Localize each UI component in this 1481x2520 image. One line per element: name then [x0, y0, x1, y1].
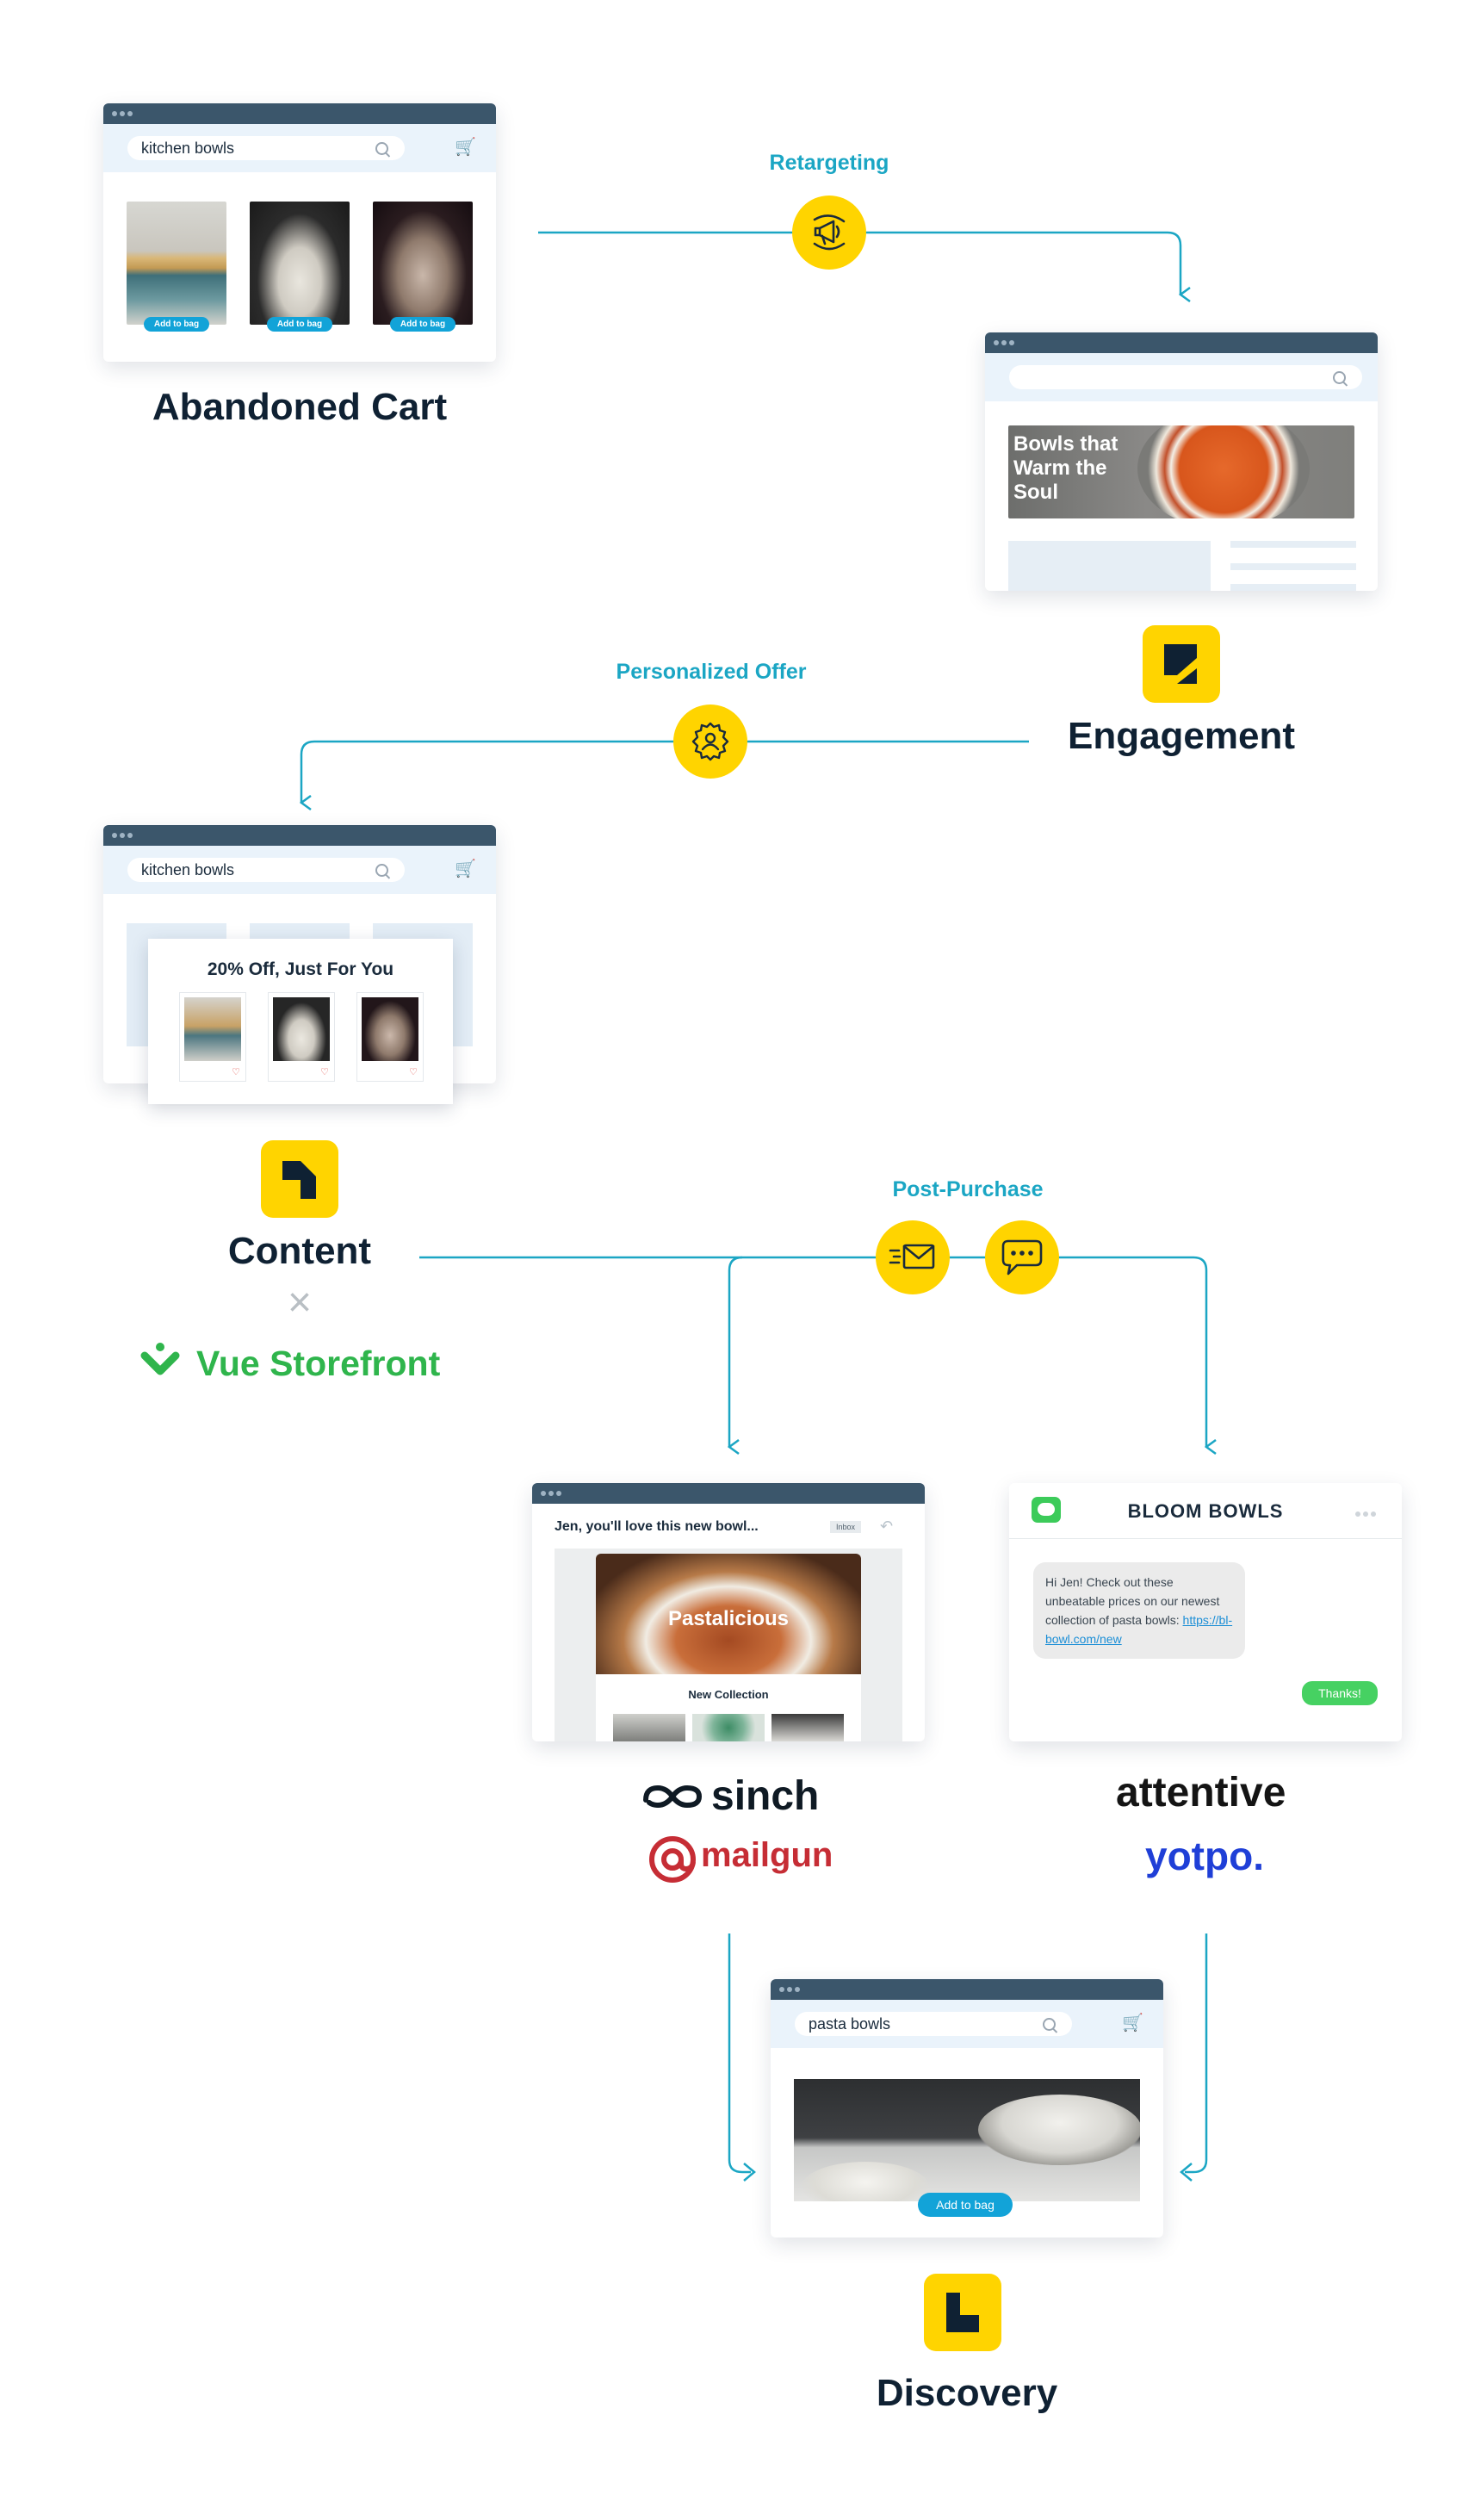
yotpo-wordmark: yotpo.: [1145, 1834, 1264, 1878]
email-collection-card: New Collection: [596, 1674, 861, 1741]
attentive-wordmark: attentive: [1116, 1770, 1286, 1816]
offer-product-card[interactable]: ♡: [268, 992, 335, 1082]
email-hero-image[interactable]: Pastalicious: [596, 1554, 861, 1674]
stage-label-discovery: Discovery: [876, 2372, 1058, 2414]
pasta-plate-image: [1137, 425, 1310, 518]
add-to-bag-button[interactable]: Add to bag: [390, 317, 455, 332]
stage-label-engagement: Engagement: [1067, 715, 1296, 757]
post-purchase-connector: [419, 1256, 1206, 1447]
window-title-bar: [103, 825, 496, 846]
sms-header-divider: [1009, 1538, 1402, 1539]
product-image-blue-bowl[interactable]: [127, 202, 226, 325]
search-input[interactable]: kitchen bowls: [127, 858, 405, 882]
messages-app-icon: [1032, 1497, 1061, 1523]
add-to-bag-button[interactable]: Add to bag: [267, 317, 332, 332]
promo-banner[interactable]: Bowls that Warm the Soul: [1008, 425, 1354, 518]
add-to-bag-button[interactable]: Add to bag: [918, 2193, 1013, 2217]
heart-icon[interactable]: ♡: [232, 1067, 240, 1077]
content-placeholder-line: [1230, 584, 1356, 591]
add-to-bag-button[interactable]: Add to bag: [144, 317, 209, 332]
window-title-bar: [771, 1979, 1163, 2000]
cart-icon[interactable]: 🛒: [455, 138, 476, 157]
offer-product-card[interactable]: ♡: [179, 992, 246, 1082]
cart-icon[interactable]: 🛒: [455, 860, 476, 878]
engagement-window: Bowls that Warm the Soul: [985, 332, 1378, 591]
window-title-bar: [103, 103, 496, 124]
search-input[interactable]: pasta bowls: [795, 2012, 1072, 2036]
personalized-offer-connector: [301, 740, 1029, 803]
reply-icon[interactable]: ↶: [880, 1518, 894, 1535]
search-icon[interactable]: [375, 142, 388, 155]
offer-modal[interactable]: 20% Off, Just For You ♡ ♡ ♡: [148, 939, 453, 1104]
content-placeholder-line: [1230, 541, 1356, 548]
retargeting-connector: [538, 231, 1180, 295]
content-placeholder-block: [1008, 541, 1211, 591]
sms-sender: BLOOM BOWLS: [1127, 1500, 1284, 1522]
email-subject: Jen, you'll love this new bowl...: [555, 1519, 759, 1534]
inbox-tag[interactable]: Inbox: [830, 1521, 861, 1533]
message-link[interactable]: https://bl-bowl.com/new: [1045, 1613, 1233, 1646]
search-icon[interactable]: [1333, 371, 1346, 384]
collection-thumb[interactable]: [692, 1714, 765, 1741]
heart-icon[interactable]: ♡: [320, 1067, 329, 1077]
product-image-pasta-bowls[interactable]: [794, 2079, 1140, 2201]
email-section-title: New Collection: [688, 1688, 769, 1701]
product-image-clay-bowls[interactable]: [373, 202, 473, 325]
mailgun-logo-icon: [648, 1834, 697, 1884]
sinch-logo-icon: [637, 1779, 708, 1814]
megaphone-icon: [792, 196, 866, 270]
times-icon: ×: [287, 1280, 313, 1325]
vue-storefront-wordmark: Vue Storefront: [196, 1344, 441, 1383]
stage-label-abandoned-cart: Abandoned Cart: [152, 386, 448, 428]
collection-thumb[interactable]: [613, 1714, 685, 1741]
outgoing-message-bubble: Thanks!: [1302, 1681, 1378, 1705]
offer-product-card[interactable]: ♡: [356, 992, 424, 1082]
content-placeholder-line: [1230, 563, 1356, 570]
cart-icon[interactable]: 🛒: [1122, 2014, 1143, 2033]
more-options-icon[interactable]: [1355, 1505, 1379, 1521]
front-bowl: [801, 2162, 930, 2201]
incoming-message-text: Hi Jen! Check out these unbeatable price…: [1045, 1575, 1220, 1627]
email-branch-connector: [729, 1256, 743, 1447]
heart-icon[interactable]: ♡: [409, 1067, 418, 1077]
offer-product-image: [184, 997, 241, 1061]
stage-label-content: Content: [227, 1230, 372, 1272]
search-icon[interactable]: [375, 864, 388, 877]
sms-window: BLOOM BOWLS Hi Jen! Check out these unbe…: [1009, 1483, 1402, 1741]
banner-headline: Bowls that Warm the Soul: [1013, 432, 1118, 504]
offer-product-image: [273, 997, 330, 1061]
offer-product-image: [362, 997, 418, 1061]
flow-label-post-purchase: Post-Purchase: [892, 1177, 1044, 1201]
search-input[interactable]: [1009, 365, 1362, 389]
search-input[interactable]: kitchen bowls: [127, 136, 405, 160]
sinch-wordmark: sinch: [711, 1773, 820, 1819]
content-logo-icon: [261, 1140, 338, 1218]
abandoned-cart-window: kitchen bowls 🛒 Add to bag Add to bag Ad…: [103, 103, 496, 362]
person-gear-icon: [673, 704, 747, 779]
incoming-message-bubble: Hi Jen! Check out these unbeatable price…: [1033, 1562, 1245, 1659]
sms-to-discovery-connector: [1185, 1933, 1208, 2174]
discovery-logo-icon: [924, 2274, 1001, 2351]
stacked-bowls: [978, 2095, 1140, 2165]
email-body: Pastalicious New Collection: [555, 1549, 902, 1741]
collection-thumb[interactable]: [771, 1714, 844, 1741]
email-to-discovery-connector: [728, 1933, 751, 2174]
envelope-icon: [876, 1220, 950, 1294]
window-title-bar: [985, 332, 1378, 353]
search-icon[interactable]: [1043, 2018, 1056, 2031]
flow-label-personalized-offer: Personalized Offer: [616, 660, 807, 684]
email-window: Jen, you'll love this new bowl... Inbox …: [532, 1483, 925, 1741]
engagement-logo-icon: [1143, 625, 1220, 703]
mailgun-wordmark: mailgun: [701, 1836, 833, 1874]
product-image-white-bowls[interactable]: [250, 202, 350, 325]
vue-storefront-logo-icon: [138, 1342, 183, 1387]
email-hero-headline: Pastalicious: [667, 1607, 790, 1630]
chat-bubble-icon: [985, 1220, 1059, 1294]
offer-title: 20% Off, Just For You: [207, 959, 394, 979]
discovery-window: pasta bowls 🛒 Add to bag: [771, 1979, 1163, 2238]
window-title-bar: [532, 1483, 925, 1504]
flow-label-retargeting: Retargeting: [769, 151, 889, 175]
